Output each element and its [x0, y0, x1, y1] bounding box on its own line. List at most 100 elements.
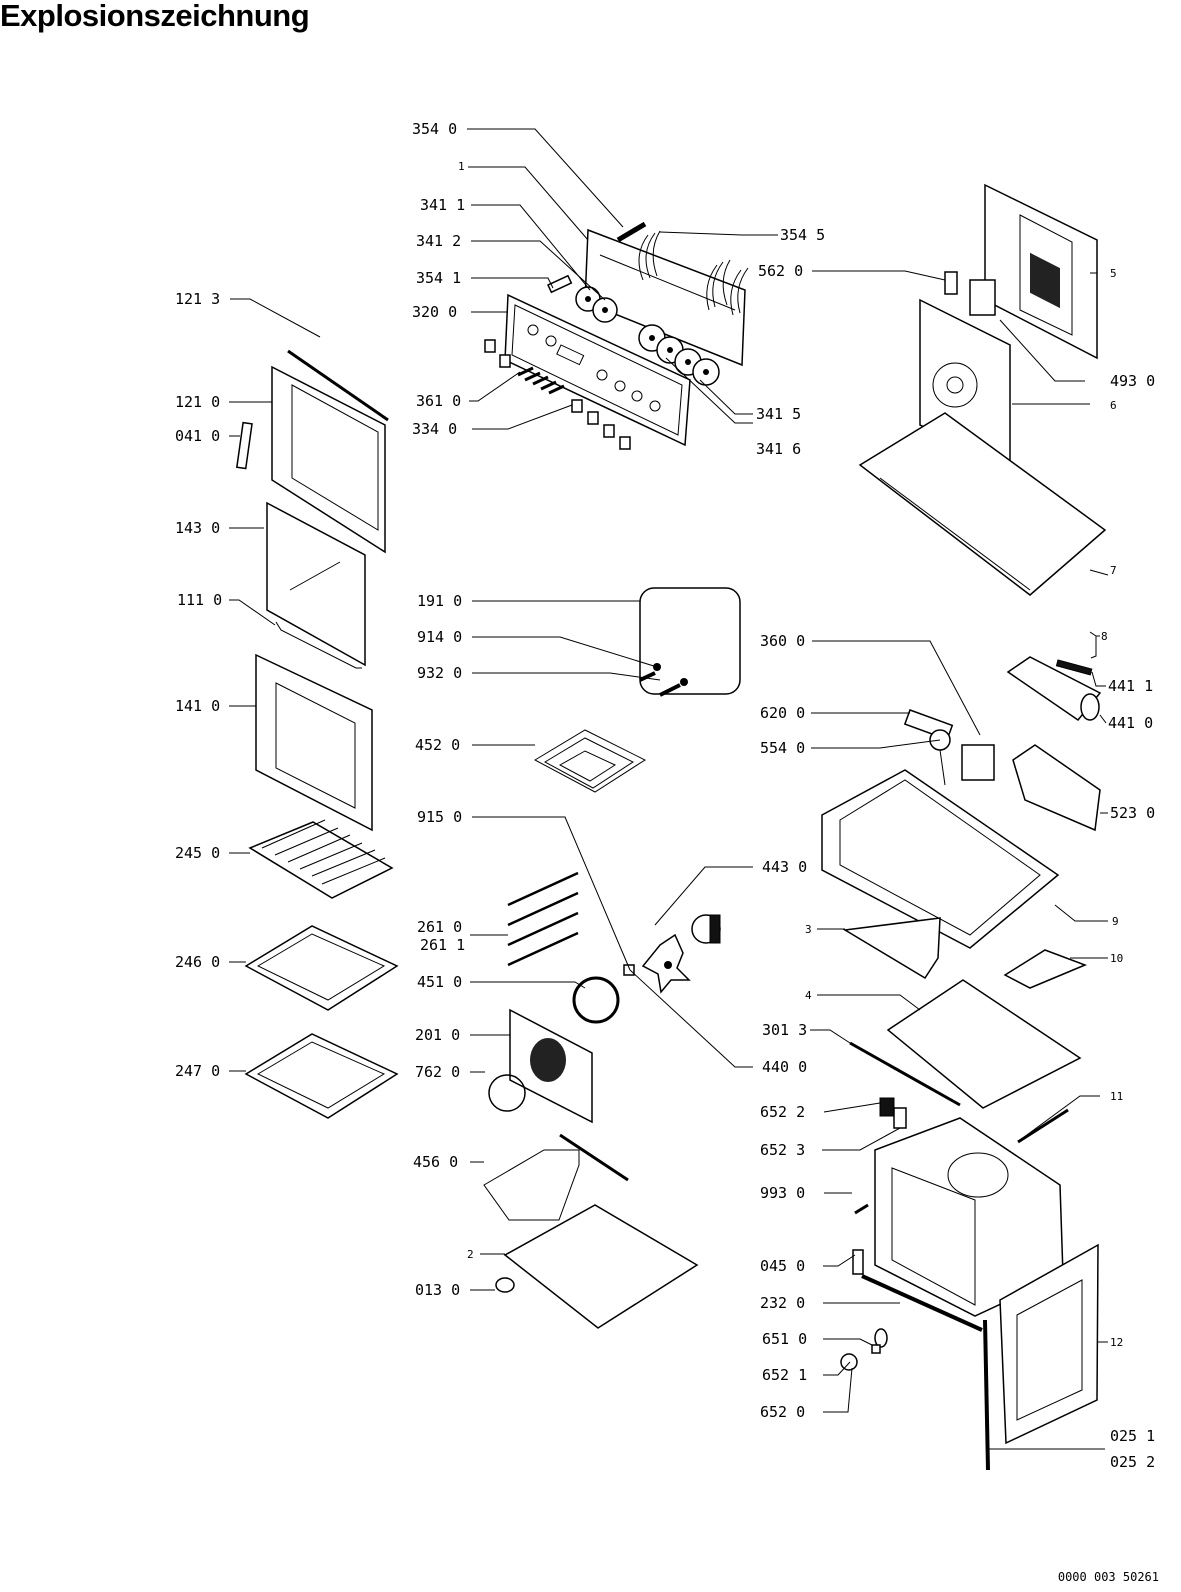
callout-652-1: 652 1 [762, 1366, 807, 1384]
page-title: Explosionszeichnung [0, 0, 310, 33]
part-rear-cover [984, 183, 1098, 360]
callout-12: 12 [1110, 1336, 1123, 1349]
callout-354-0: 354 0 [412, 120, 457, 138]
callout-261-0: 261 0 [417, 918, 462, 936]
callout-143-0: 143 0 [175, 519, 220, 537]
callout-652-3: 652 3 [760, 1141, 805, 1159]
callout-6: 6 [1110, 399, 1117, 412]
callout-025-2: 025 2 [1110, 1453, 1155, 1471]
part-tangential-fan [1006, 656, 1102, 722]
part-fan-nut [623, 964, 635, 976]
part-baking-tray [244, 925, 399, 1011]
part-door-seal [639, 587, 741, 695]
callout-652-2: 652 2 [760, 1103, 805, 1121]
callout-8: 8 [1101, 630, 1108, 643]
part-rail-11 [1017, 1108, 1069, 1144]
part-latch-6522 [879, 1097, 907, 1129]
callout-341-1: 341 1 [420, 196, 465, 214]
callout-labels: 354 0 1 341 1 341 2 354 1 320 0 361 0 33… [175, 120, 1155, 1471]
callout-334-0: 334 0 [412, 420, 457, 438]
part-strip-3013 [849, 1041, 961, 1107]
leader-lines [229, 128, 1109, 1450]
part-control-fascia [504, 293, 691, 447]
part-timer [961, 744, 995, 781]
callout-361-0: 361 0 [416, 392, 461, 410]
part-knob-pin [616, 221, 647, 243]
callout-554-0: 554 0 [760, 739, 805, 757]
part-thermostat [929, 729, 951, 786]
part-fan-gasket [488, 1074, 526, 1112]
part-base-plate-4 [886, 979, 1082, 1109]
part-lamp-socket-strip [1055, 659, 1093, 676]
callout-232-0: 232 0 [760, 1294, 805, 1312]
callout-111-0: 111 0 [177, 591, 222, 609]
callout-261-1: 261 1 [420, 936, 465, 954]
callout-993-0: 993 0 [760, 1184, 805, 1202]
part-shelf-runners [507, 871, 579, 967]
part-outer-door [255, 653, 373, 832]
callout-301-3: 301 3 [762, 1021, 807, 1039]
callout-121-3: 121 3 [175, 290, 220, 308]
part-screws [517, 366, 565, 395]
part-vertical-strip-025 [983, 1319, 990, 1471]
part-deflector-3 [842, 917, 941, 980]
part-bracket-562 [944, 271, 958, 295]
callout-045-0: 045 0 [760, 1257, 805, 1275]
part-door-trim-strip [287, 349, 389, 422]
callout-11: 11 [1110, 1090, 1123, 1103]
callout-932-0: 932 0 [417, 664, 462, 682]
callout-354-1: 354 1 [416, 269, 461, 287]
part-selector-switch [1012, 744, 1101, 832]
part-bottom-plate [503, 1204, 699, 1329]
callout-451-0: 451 0 [417, 973, 462, 991]
callout-341-5: 341 5 [756, 405, 801, 423]
part-deep-tray [244, 1033, 399, 1119]
callout-523-0: 523 0 [1110, 804, 1155, 822]
part-ring-element [572, 976, 620, 1024]
callout-041-0: 041 0 [175, 427, 220, 445]
callout-121-0: 121 0 [175, 393, 220, 411]
callout-456-0: 456 0 [413, 1153, 458, 1171]
part-fan-motor [691, 914, 721, 944]
callout-441-0: 441 0 [1108, 714, 1153, 732]
part-fan-blade [641, 933, 691, 994]
callout-013-0: 013 0 [415, 1281, 460, 1299]
callout-441-1: 441 1 [1108, 677, 1153, 695]
part-top-cover [858, 412, 1107, 596]
callout-10: 10 [1110, 952, 1123, 965]
callout-341-6: 341 6 [756, 440, 801, 458]
part-bottom-element [483, 1133, 629, 1221]
part-wire-harness [638, 230, 749, 316]
callout-360-0: 360 0 [760, 632, 805, 650]
part-transformer-493 [969, 279, 996, 316]
part-trim-ring-row [638, 324, 720, 386]
part-door-glass [266, 501, 366, 667]
callout-191-0: 191 0 [417, 592, 462, 610]
callout-652-0: 652 0 [760, 1403, 805, 1421]
part-springs [639, 663, 688, 697]
part-lamp-651 [871, 1328, 888, 1354]
callout-2: 2 [467, 1248, 474, 1261]
part-wire-shelf [248, 819, 394, 899]
callout-9: 9 [1112, 915, 1119, 928]
callout-915-0: 915 0 [417, 808, 462, 826]
part-grill-element [533, 729, 647, 793]
callout-025-1: 025 1 [1110, 1427, 1155, 1445]
callout-493-0: 493 0 [1110, 372, 1155, 390]
callout-440-0: 440 0 [762, 1058, 807, 1076]
callout-3: 3 [805, 923, 812, 936]
part-foot [495, 1277, 515, 1293]
callout-443-0: 443 0 [762, 858, 807, 876]
part-fan-cover [509, 1008, 593, 1124]
callout-246-0: 246 0 [175, 953, 220, 971]
callout-341-2: 341 2 [416, 232, 461, 250]
callout-562-0: 562 0 [758, 262, 803, 280]
callout-4: 4 [805, 989, 812, 1002]
callout-651-0: 651 0 [762, 1330, 807, 1348]
callout-354-5: 354 5 [780, 226, 825, 244]
callout-1: 1 [458, 160, 465, 173]
callout-620-0: 620 0 [760, 704, 805, 722]
callout-201-0: 201 0 [415, 1026, 460, 1044]
part-inner-door-frame [271, 365, 386, 554]
